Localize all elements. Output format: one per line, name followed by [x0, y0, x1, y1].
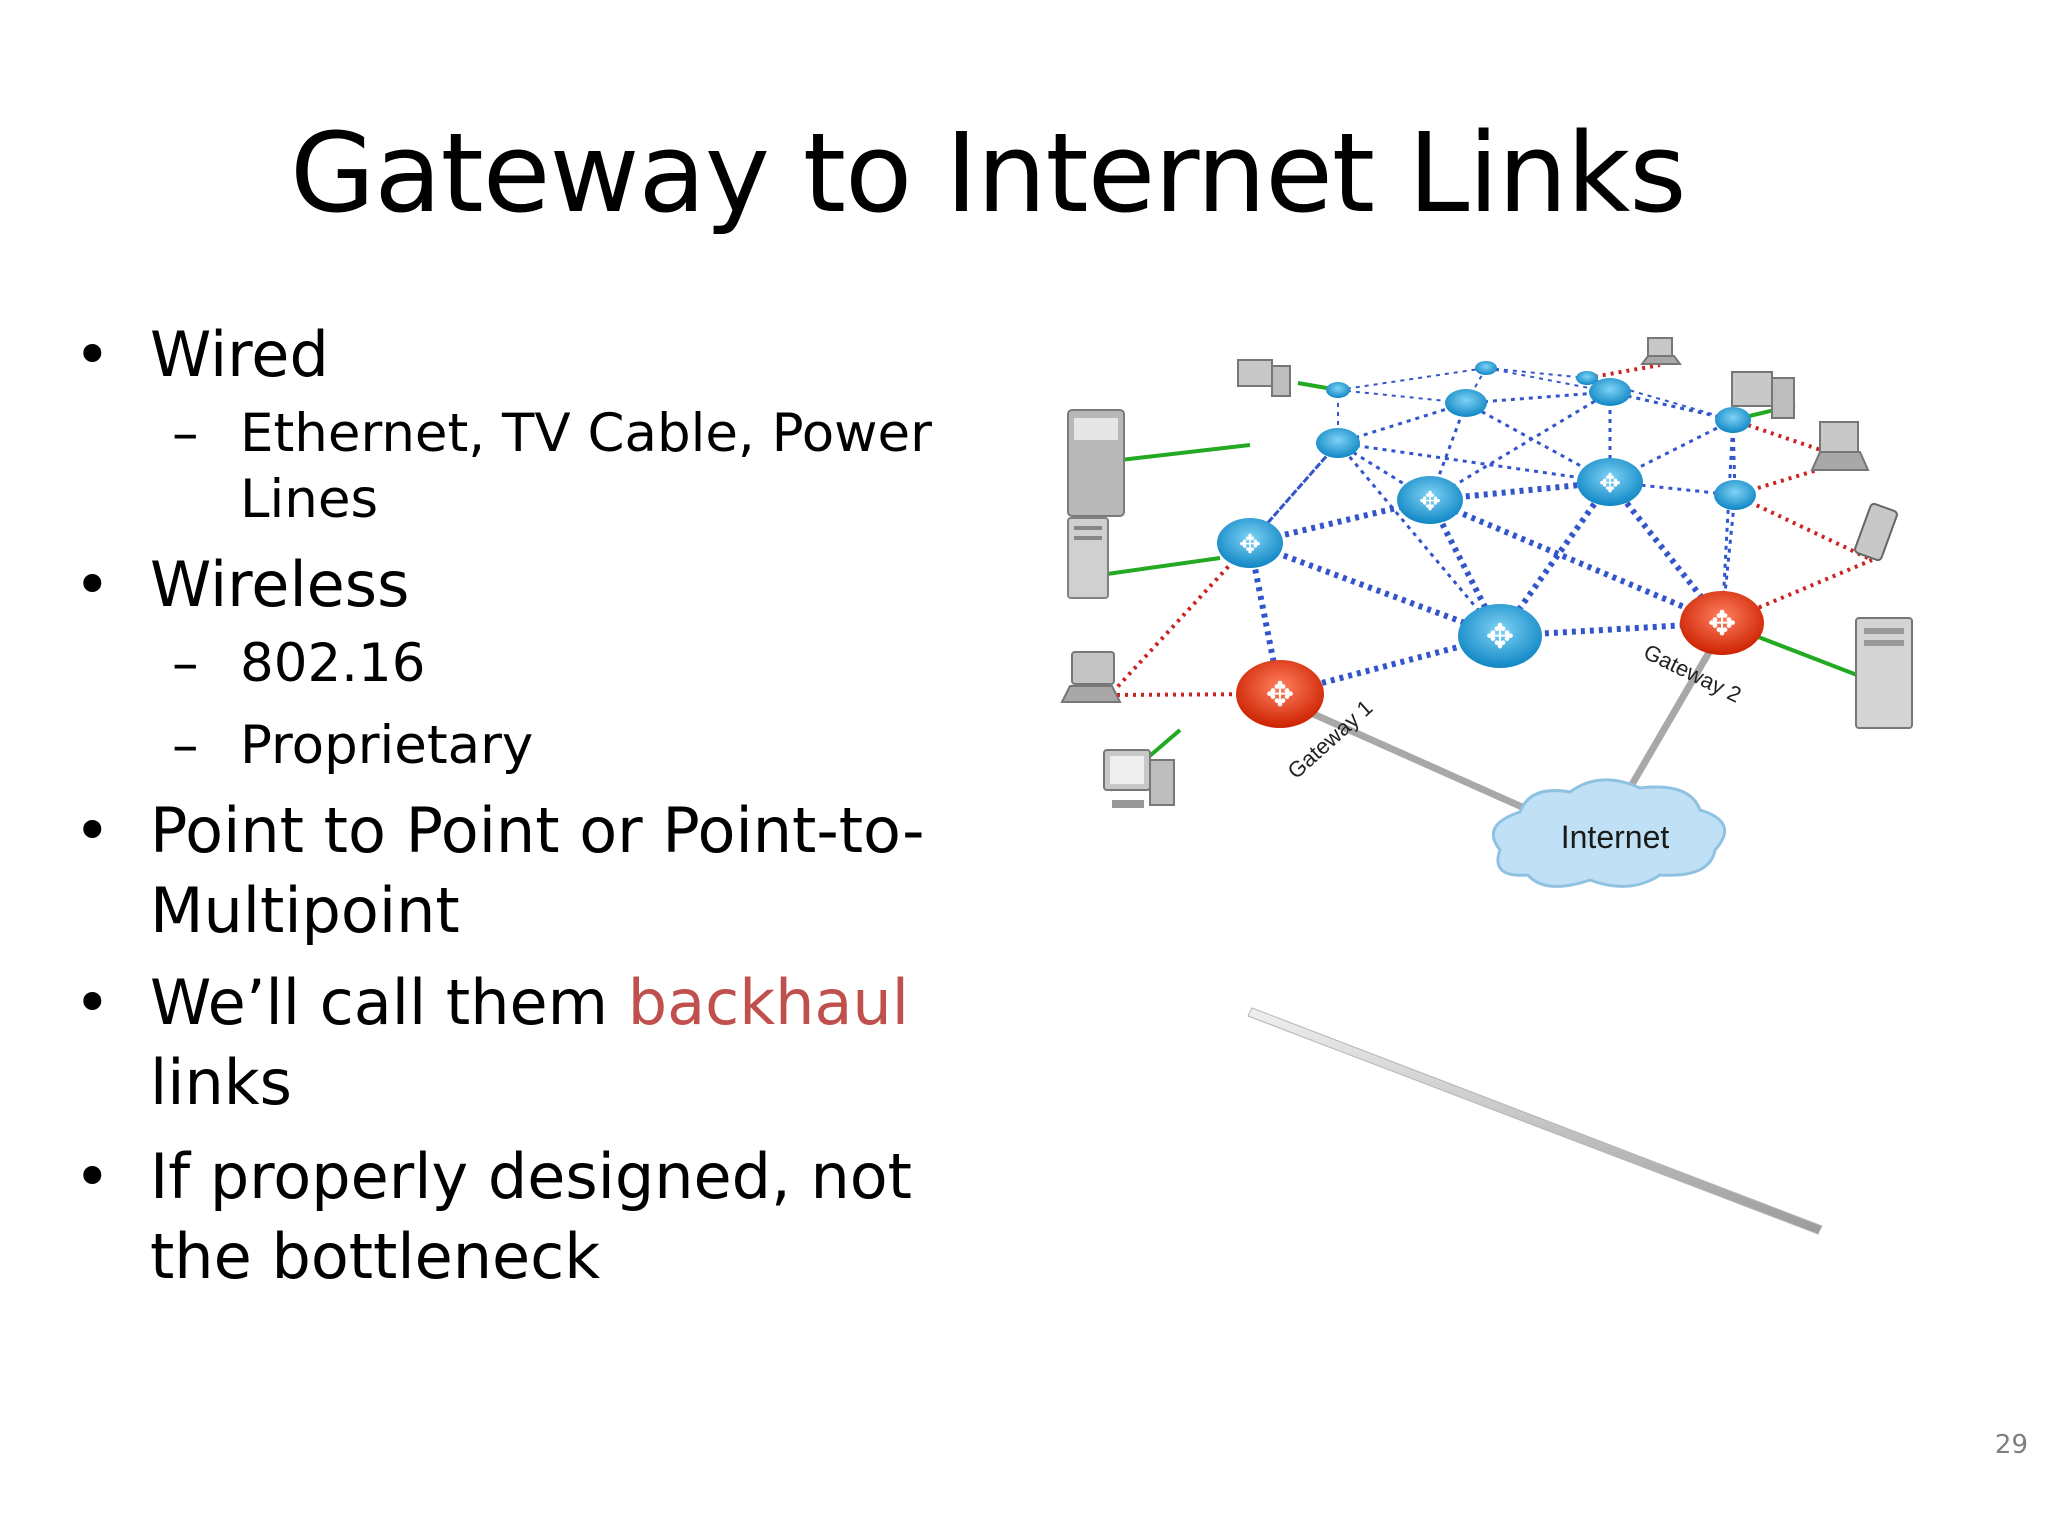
- mesh-link: [1609, 480, 1736, 497]
- internet-cloud-icon: [1491, 778, 1726, 888]
- mesh-link: [1337, 441, 1611, 484]
- router-arrows-icon: ✥: [1239, 530, 1261, 560]
- bullet-list: •Wired –Ethernet, TV Cable, Power Lines …: [74, 315, 974, 1303]
- bullet-wireless: •Wireless: [74, 545, 974, 625]
- internet-links: [1278, 626, 1726, 819]
- mesh-link: [1337, 389, 1467, 404]
- router-arrows-icon: ✥: [1419, 487, 1441, 517]
- wired-link: [1099, 556, 1221, 577]
- page-number: 29: [1994, 1430, 2028, 1460]
- mesh-link: [1720, 419, 1735, 624]
- mesh-router-icon: [1589, 378, 1631, 406]
- sub-bullet-proprietary: –Proprietary: [74, 713, 974, 779]
- bullet-dot: •: [74, 1140, 111, 1213]
- desktop-computer-icon: [1103, 749, 1175, 808]
- bullet-bottleneck: •If properly designed, not the bottlenec…: [74, 1137, 974, 1297]
- grey-bar: [1247, 1007, 1823, 1235]
- bullet-dot: •: [74, 966, 111, 1039]
- router-arrows-icon: ✥: [1708, 604, 1737, 644]
- printer-icon: [1067, 409, 1125, 517]
- backhaul-highlight: backhaul: [627, 966, 909, 1039]
- desktop-tower-icon: [1067, 517, 1109, 599]
- mesh-link: [1465, 367, 1487, 404]
- mesh-router-icon: [1397, 476, 1463, 524]
- mesh-router-icon: [1714, 480, 1756, 510]
- mesh-link: [1485, 367, 1588, 379]
- mesh-link: [1485, 367, 1611, 393]
- mesh-router-icon: [1458, 604, 1542, 668]
- laptop-icon: [1640, 337, 1682, 365]
- mesh-link: [1586, 377, 1734, 421]
- gateway-2-router-icon: [1680, 591, 1764, 655]
- dash: –: [172, 633, 199, 694]
- mesh-link: [1336, 442, 1502, 637]
- bullet-dot: •: [74, 548, 111, 621]
- mesh-router-icon: [1577, 458, 1643, 506]
- mesh-router-icon: [1217, 518, 1283, 568]
- mesh-router-icon: [1715, 407, 1751, 433]
- client-wireless-links: [1108, 363, 1873, 697]
- sub-bullet-80216: –802.16: [74, 631, 974, 697]
- mesh-link: [1609, 390, 1734, 422]
- mesh-link: [1337, 367, 1487, 391]
- router-arrows-icon: ✥: [1599, 469, 1621, 499]
- mesh-router-icon: [1576, 371, 1598, 385]
- router-arrow-glyphs: ✥ ✥ ✥ ✥ ✥ ✥: [1239, 469, 1736, 715]
- mesh-link: [1720, 494, 1737, 624]
- slide-title: Gateway to Internet Links: [290, 109, 1687, 237]
- router-arrows-icon: ✥: [1266, 675, 1295, 715]
- wired-link: [1119, 443, 1251, 462]
- client-devices: [1060, 337, 1913, 808]
- internet-link-gateway-1: [1278, 696, 1544, 819]
- desktop-computer-icon: [1731, 371, 1795, 419]
- mesh-network-diagram: ✥ ✥ ✥ ✥ ✥ ✥ Gateway 1 Gateway 2 Internet: [1060, 337, 1913, 1235]
- mesh-router-icon: [1475, 361, 1497, 375]
- dash: –: [172, 715, 199, 776]
- laptop-icon: [1060, 651, 1122, 703]
- wireless-link: [1586, 363, 1661, 380]
- wireless-link: [1721, 558, 1873, 625]
- laptop-icon: [1810, 421, 1870, 471]
- internet-label: Internet: [1561, 819, 1670, 855]
- mesh-router-icon: [1445, 389, 1487, 417]
- router-arrows-icon: ✥: [1486, 617, 1515, 657]
- mesh-link: [1248, 442, 1340, 544]
- sub-bullet-wired-types: –Ethernet, TV Cable, Power Lines: [172, 403, 932, 530]
- bullet-point-to-point: •Point to Point or Point-to-Multipoint: [74, 791, 974, 951]
- server-tower-icon: [1855, 617, 1913, 729]
- mesh-link: [1607, 480, 1725, 625]
- mesh-link: [1429, 390, 1611, 502]
- mesh-routers: [1217, 361, 1764, 728]
- dash: –: [172, 403, 199, 464]
- desktop-computer-icon: [1237, 359, 1291, 397]
- wireless-link: [1734, 493, 1873, 562]
- wired-links: [1099, 381, 1871, 792]
- pda-icon: [1854, 502, 1898, 562]
- bullet-dot: •: [74, 318, 111, 391]
- gateway-1-router-icon: [1236, 660, 1324, 728]
- bullet-dot: •: [74, 794, 111, 867]
- mesh-link: [1428, 497, 1724, 626]
- mesh-router-icon: [1316, 428, 1360, 458]
- mesh-link: [1337, 401, 1467, 445]
- bullet-wired: •Wired: [74, 315, 974, 395]
- bullet-backhaul: •We’ll call them backhaul links: [74, 963, 974, 1123]
- mesh-router-icon: [1326, 382, 1350, 398]
- wireless-link: [1108, 541, 1252, 697]
- mesh-link: [1465, 390, 1611, 405]
- internet-link-gateway-2: [1616, 626, 1726, 809]
